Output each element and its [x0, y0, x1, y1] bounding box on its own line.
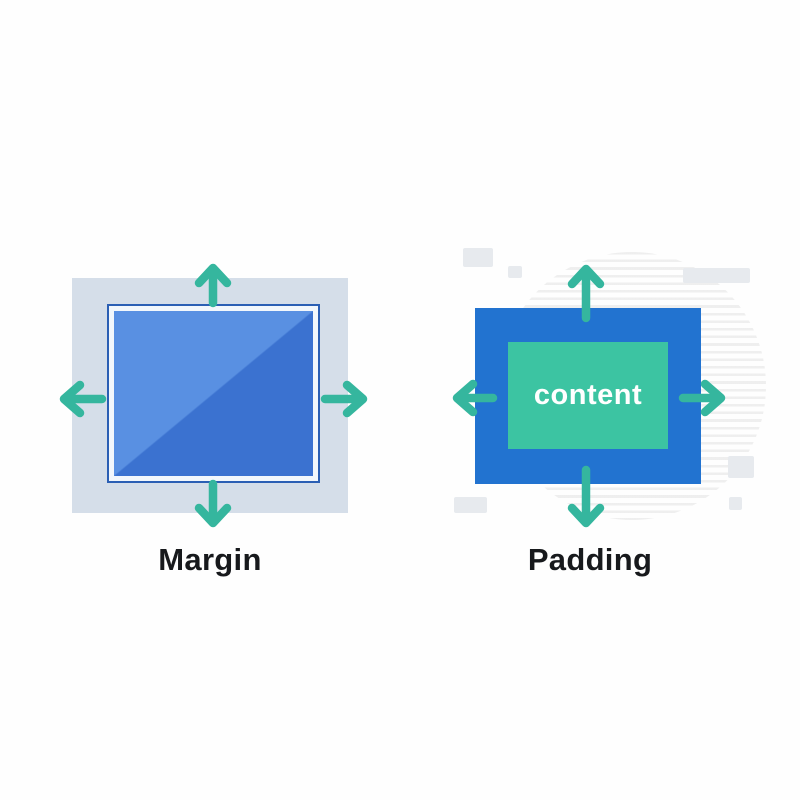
padding-arrow-right-icon	[678, 379, 726, 417]
deco-block	[463, 248, 493, 267]
padding-arrow-left-icon	[452, 379, 498, 417]
deco-block	[729, 497, 742, 510]
padding-arrow-down-icon	[567, 465, 605, 528]
deco-block	[728, 456, 754, 478]
margin-arrow-right-icon	[320, 380, 368, 418]
margin-arrow-left-icon	[59, 380, 107, 418]
padding-arrow-up-icon	[567, 264, 605, 323]
deco-block	[508, 266, 522, 278]
margin-arrow-down-icon	[194, 479, 232, 528]
element-box-inner-stroke	[109, 306, 318, 481]
content-box: content	[508, 342, 668, 449]
content-label: content	[533, 379, 643, 411]
deco-block	[454, 497, 487, 513]
element-box	[107, 304, 320, 483]
deco-block	[683, 268, 750, 283]
margin-label: Margin	[158, 542, 262, 577]
padding-label: Padding	[527, 542, 653, 577]
margin-arrow-up-icon	[194, 263, 232, 308]
element-box-fill	[114, 311, 313, 476]
